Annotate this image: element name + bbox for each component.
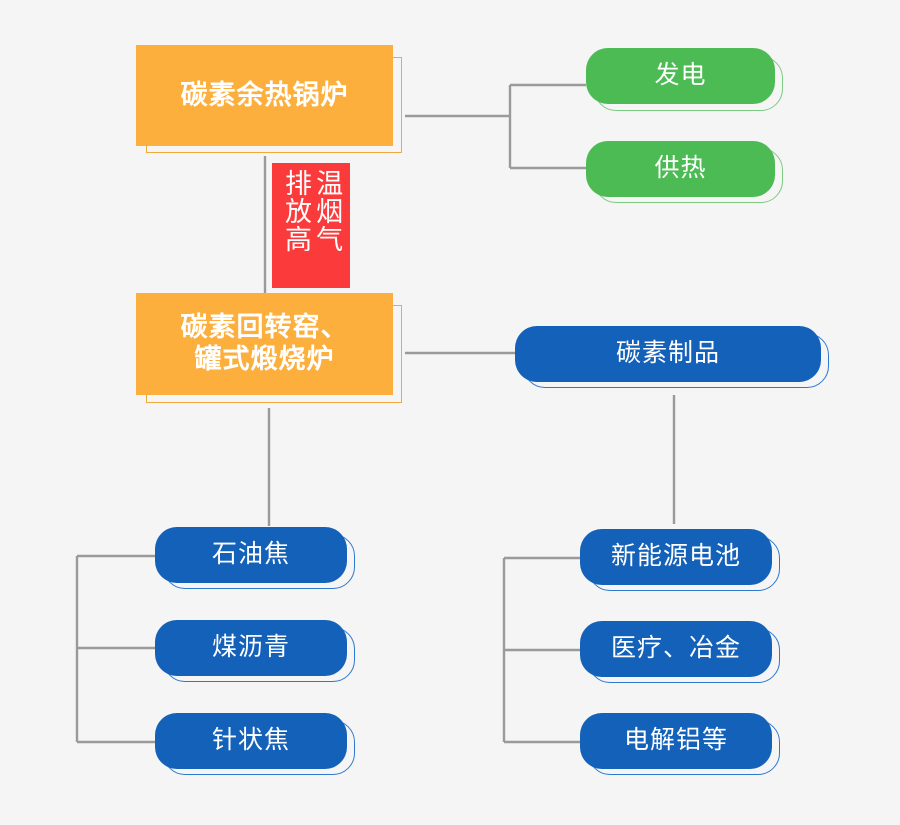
heat-supply-node[interactable]: 供热 [586,141,775,197]
raw-material-1[interactable]: 石油焦 [155,527,347,583]
flue-gas-text-column-right: 温烟气 [312,169,343,253]
flue-gas-annotation: 温烟气 排放高 [272,163,350,288]
raw-material-3[interactable]: 针状焦 [155,713,347,769]
application-1[interactable]: 新能源电池 [580,529,772,585]
kiln-node[interactable]: 碳素回转窑、 罐式煅烧炉 [136,293,393,395]
boiler-node[interactable]: 碳素余热锅炉 [136,45,393,146]
power-generation-node[interactable]: 发电 [586,48,775,104]
application-2[interactable]: 医疗、冶金 [580,621,772,677]
flue-gas-text-column-left: 排放高 [281,169,311,253]
application-3[interactable]: 电解铝等 [580,713,772,769]
raw-material-2[interactable]: 煤沥青 [155,620,347,676]
carbon-products-node[interactable]: 碳素制品 [515,326,821,382]
